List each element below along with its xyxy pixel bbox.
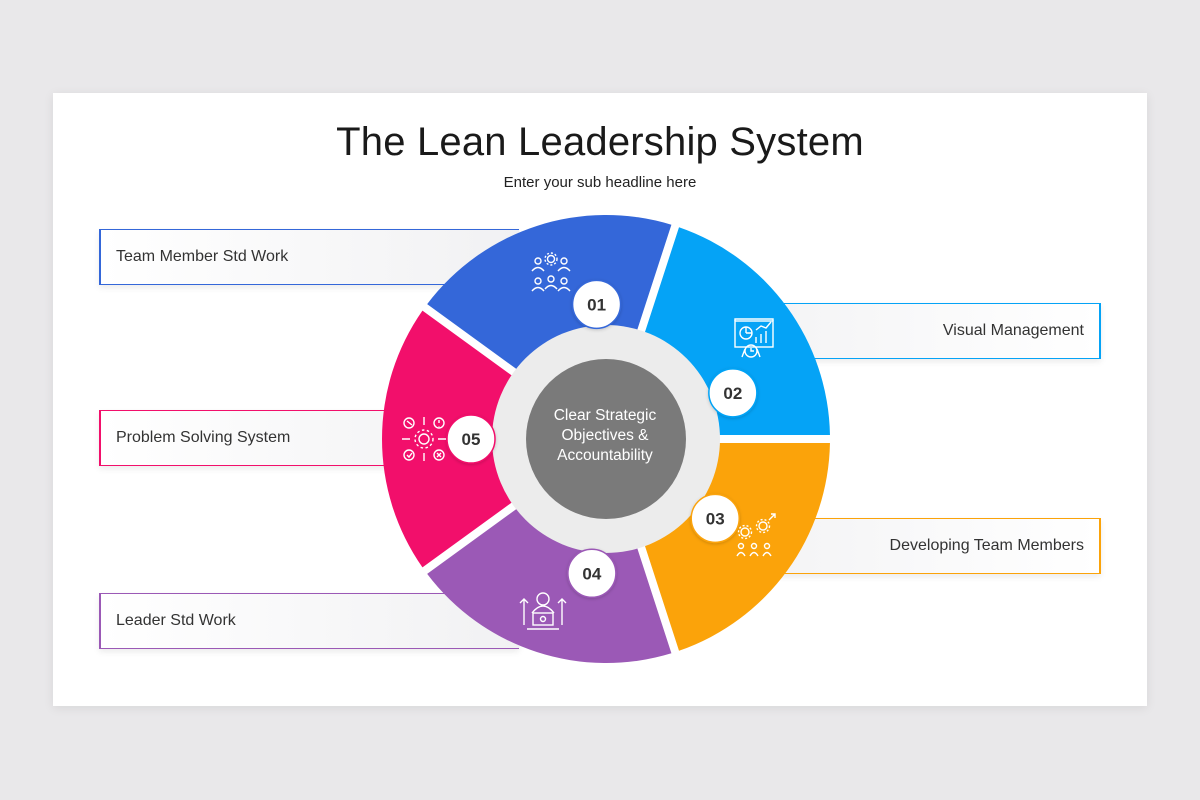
label-text-03: Developing Team Members <box>889 537 1084 554</box>
number-badge-01: 01 <box>571 279 622 330</box>
center-circle <box>526 359 686 519</box>
page-title: The Lean Leadership System <box>336 120 864 164</box>
number-text-01: 01 <box>587 295 606 314</box>
number-badge-04: 04 <box>567 548 617 599</box>
label-box-04: Leader Std Work <box>99 593 519 649</box>
label-text-05: Problem Solving System <box>116 429 291 446</box>
number-badge-03: 03 <box>690 493 740 544</box>
number-badge-02: 02 <box>708 368 758 418</box>
label-text-04: Leader Std Work <box>116 612 236 629</box>
team-growth-gears-icon <box>736 513 776 557</box>
leader-podium-icon <box>519 592 567 630</box>
label-text-01: Team Member Std Work <box>116 248 289 265</box>
center-line-1: Clear Strategic <box>553 407 657 424</box>
number-badge-05: 05 <box>446 414 496 464</box>
center-line-3: Accountability <box>557 447 653 464</box>
segment-03 <box>640 442 830 651</box>
number-text-04: 04 <box>582 564 601 583</box>
team-network-icon <box>531 252 571 292</box>
gear-solutions-icon <box>402 417 446 461</box>
page-subtitle: Enter your sub headline here <box>503 174 697 191</box>
presentation-chart-icon <box>734 318 774 358</box>
label-box-01: Team Member Std Work <box>99 229 519 285</box>
label-text-02: Visual Management <box>942 322 1084 339</box>
center-line-2: Objectives & <box>561 427 649 444</box>
number-text-05: 05 <box>462 430 481 449</box>
center-text: Clear Strategic Objectives & Accountabil… <box>530 406 680 466</box>
number-text-02: 02 <box>723 384 742 403</box>
number-text-03: 03 <box>706 509 725 528</box>
